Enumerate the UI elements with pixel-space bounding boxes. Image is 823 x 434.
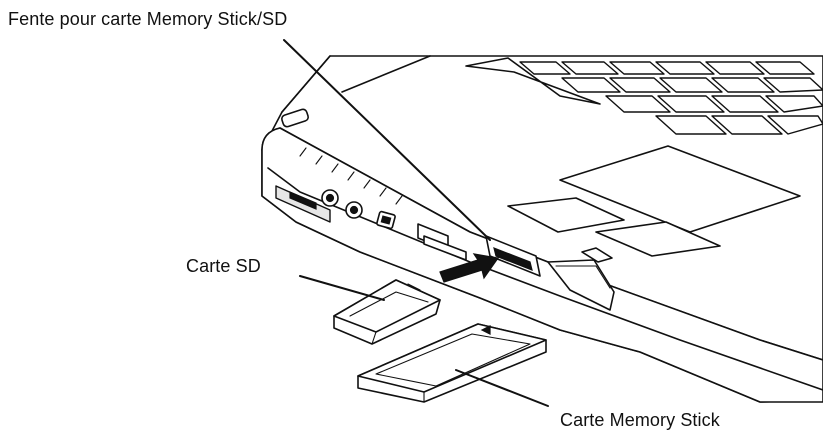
memory-stick-leader-line [455,369,549,407]
laptop-body [261,55,823,403]
insert-arrow [439,253,500,283]
slot-label: Fente pour carte Memory Stick/SD [8,9,288,29]
sd-card-label: Carte SD [186,256,261,276]
card-slot [485,235,541,277]
slot-leader-line [283,39,491,241]
leader-lines [283,39,549,407]
touchpad-area [507,145,801,311]
memory-stick-card [357,323,547,403]
sd-card [333,279,441,345]
sd-leader-line [299,275,385,301]
keyboard [465,57,823,135]
vent-ticks [299,147,403,205]
side-ports [275,185,467,261]
memory-stick-label: Carte Memory Stick [560,410,720,430]
